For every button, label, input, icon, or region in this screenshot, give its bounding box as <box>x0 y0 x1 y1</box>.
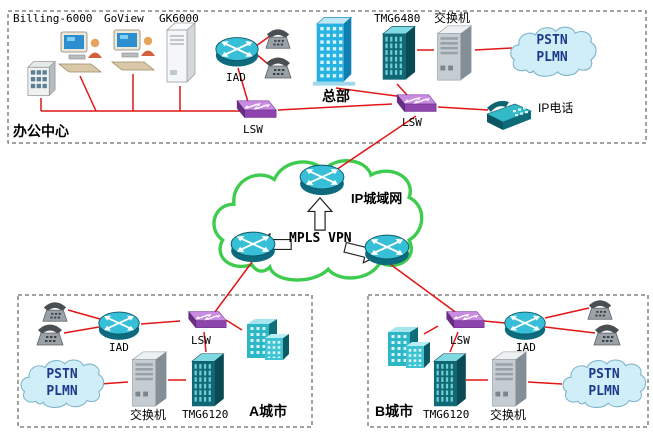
pbx-icon <box>27 61 56 96</box>
city-b-pstn-line2: PLMN <box>588 384 620 399</box>
office-pstn-text: PSTN PLMN <box>517 32 587 66</box>
city-a-lsw-label: LSW <box>191 334 211 347</box>
office-lsw2-label: LSW <box>402 116 422 129</box>
office-center-label: 办公中心 <box>13 123 69 139</box>
city-b-lsw-switch-icon <box>446 310 485 329</box>
city-a-label: A城市 <box>249 403 288 419</box>
city-a-pstn-text: PSTN PLMN <box>27 366 97 400</box>
city-b-phone-2-icon <box>593 324 621 346</box>
office-iad-label: IAD <box>226 71 246 84</box>
mpls-vpn-label: MPLS VPN <box>289 231 352 246</box>
city-a-pstn-line2: PLMN <box>46 384 78 399</box>
office-links <box>40 35 513 175</box>
city-a-buildings-icon <box>245 317 291 362</box>
city-b-tmg6120-icon <box>432 352 467 408</box>
city-a-pstn-line1: PSTN <box>46 367 78 382</box>
headquarters-building-icon <box>311 15 357 88</box>
city-b-pstn-line1: PSTN <box>588 367 620 382</box>
city-b-tmg-label: TMG6120 <box>423 408 470 421</box>
server-gk6000-icon <box>166 22 196 83</box>
city-a-switch-label: 交换机 <box>130 408 167 422</box>
office-pstn-line2: PLMN <box>536 50 568 65</box>
metro-router-right-icon <box>364 234 410 267</box>
metro-router-left-icon <box>230 231 276 264</box>
office-iad-router-icon <box>214 36 260 68</box>
city-a-phone-2-icon <box>36 324 64 346</box>
office-lsw1-switch-icon <box>236 100 277 119</box>
workstation-goview-icon <box>111 29 156 71</box>
city-a-boundary <box>17 294 313 428</box>
city-a-tmg6120-icon <box>190 352 225 408</box>
tmg6480-gateway-icon <box>381 25 417 81</box>
city-b-iad-label: IAD <box>516 341 536 354</box>
billing-6000-label: Billing-6000 <box>13 12 93 25</box>
office-center-boundary <box>7 10 647 144</box>
ip-phone-label: IP电话 <box>538 101 574 115</box>
headquarters-label: 总部 <box>322 88 350 104</box>
ip-phone-icon <box>486 100 532 131</box>
city-a-iad-label: IAD <box>109 341 129 354</box>
city-b-phone-1-icon <box>587 299 613 320</box>
city-a-iad-router-icon <box>97 311 141 341</box>
city-a-switch-icon <box>131 350 168 408</box>
office-lsw2-switch-icon <box>396 94 437 113</box>
city-b-pstn-text: PSTN PLMN <box>569 366 639 400</box>
office-switch-label: 交换机 <box>434 11 471 25</box>
city-a-links <box>63 309 243 385</box>
city-b-label: B城市 <box>375 403 414 419</box>
gk6000-label: GK6000 <box>159 12 199 25</box>
city-b-links <box>423 307 596 385</box>
goview-label: GoView <box>104 12 144 25</box>
city-a-tmg-label: TMG6120 <box>182 408 229 421</box>
metro-links <box>211 261 459 317</box>
office-phone-1-icon <box>265 28 291 49</box>
city-a-lsw-switch-icon <box>188 310 227 329</box>
office-pstn-line1: PSTN <box>536 33 568 48</box>
office-switch-icon <box>436 24 473 82</box>
city-b-switch-icon <box>491 350 528 408</box>
city-a-phone-1-icon <box>42 301 68 322</box>
region-boundaries <box>7 10 649 428</box>
tmg6480-label: TMG6480 <box>374 12 421 25</box>
metro-cloud-label: IP城域网 <box>351 191 403 206</box>
city-b-buildings-icon <box>386 325 432 370</box>
city-b-switch-label: 交换机 <box>490 408 527 422</box>
metro-router-top-icon <box>299 164 345 197</box>
office-lsw1-label: LSW <box>243 123 263 136</box>
workstation-billing-icon <box>58 31 103 73</box>
city-b-iad-router-icon <box>503 311 547 341</box>
city-b-lsw-label: LSW <box>450 334 470 347</box>
office-phone-2-icon <box>264 57 292 79</box>
city-b-boundary <box>367 294 649 428</box>
